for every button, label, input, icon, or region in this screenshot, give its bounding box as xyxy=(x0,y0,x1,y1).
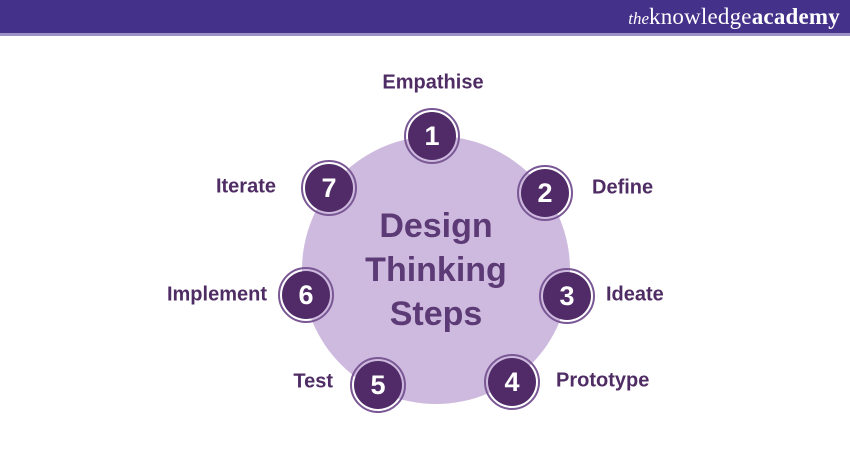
step-7-label: Iterate xyxy=(215,175,276,198)
logo-word-academy: academy xyxy=(751,4,840,29)
step-5-number: 5 xyxy=(370,369,386,400)
step-6-circle: 6 xyxy=(278,267,334,323)
diagram-title: Design Thinking Steps xyxy=(365,207,507,333)
step-2-label: Define xyxy=(592,176,654,199)
step-7-circle: 7 xyxy=(301,160,357,216)
logo-word-knowledge: knowledge xyxy=(649,4,752,29)
step-1-label: Empathise xyxy=(382,71,484,94)
step-1-number: 1 xyxy=(424,120,440,151)
step-5-circle: 5 xyxy=(350,357,406,413)
step-2-number: 2 xyxy=(537,177,553,208)
step-4-label: Prototype xyxy=(556,369,650,392)
step-4-circle: 4 xyxy=(484,354,540,410)
step-3-circle: 3 xyxy=(539,268,595,324)
step-3-label: Ideate xyxy=(606,283,664,306)
logo-word-the: the xyxy=(628,9,649,28)
step-2-circle: 2 xyxy=(517,165,573,221)
step-1-circle: 1 xyxy=(404,108,460,164)
step-4-number: 4 xyxy=(504,366,520,397)
step-6-label: Implement xyxy=(166,283,267,306)
step-5-label: Test xyxy=(293,370,333,393)
step-6-number: 6 xyxy=(298,279,314,310)
step-3-number: 3 xyxy=(559,280,575,311)
step-7-number: 7 xyxy=(321,172,337,203)
